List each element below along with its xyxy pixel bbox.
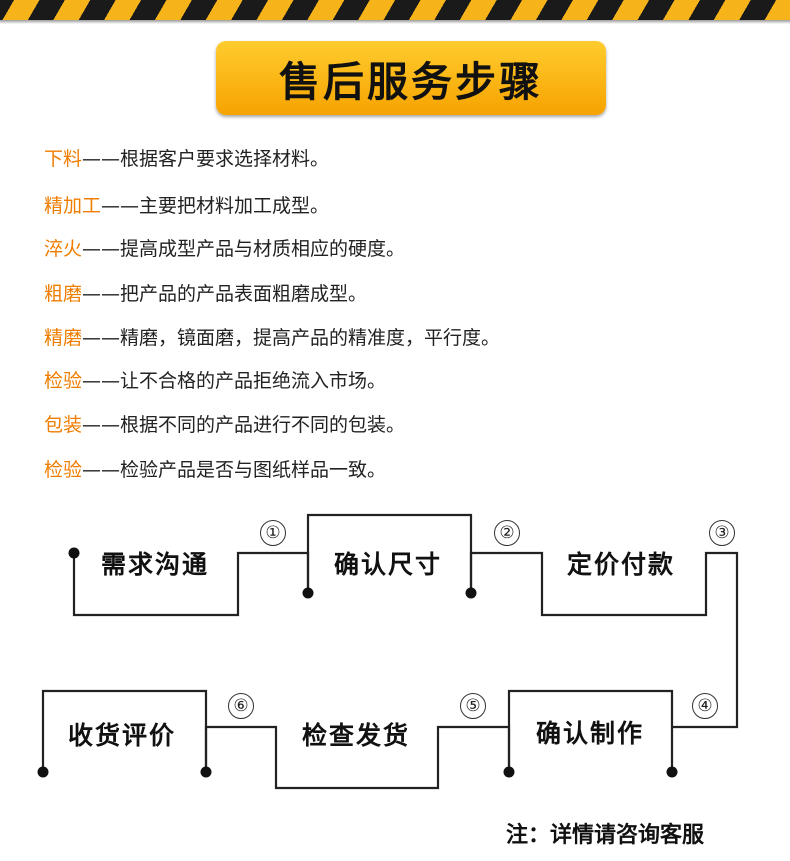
step-number-marker: ② bbox=[494, 520, 520, 546]
step-name: 淬火 bbox=[44, 238, 83, 260]
step-separator: —— bbox=[82, 283, 121, 305]
step-item: 精磨——精磨，镜面磨，提高产品的精准度，平行度。 bbox=[44, 324, 500, 352]
step-description: 根据不同的产品进行不同的包装。 bbox=[120, 414, 406, 436]
flow-dot bbox=[37, 766, 49, 778]
step-name: 精加工 bbox=[44, 195, 102, 217]
flow-dot bbox=[666, 766, 678, 778]
step-description: 提高成型产品与材质相应的硬度。 bbox=[120, 238, 406, 260]
step-number-marker: ① bbox=[260, 520, 286, 546]
flow-dot bbox=[503, 766, 515, 778]
flow-stage-label: 定价付款 bbox=[567, 550, 676, 579]
step-description: 把产品的产品表面粗磨成型。 bbox=[120, 283, 368, 305]
step-number-marker: ⑤ bbox=[460, 693, 486, 719]
step-description: 让不合格的产品拒绝流入市场。 bbox=[120, 370, 387, 392]
step-name: 下料 bbox=[44, 148, 83, 170]
flow-stage-label: 需求沟通 bbox=[101, 550, 210, 579]
flow-stage-label: 确认尺寸 bbox=[334, 550, 443, 579]
step-name: 包装 bbox=[44, 414, 83, 436]
step-item: 精加工——主要把材料加工成型。 bbox=[44, 192, 329, 220]
page-title: 售后服务步骤 bbox=[279, 58, 543, 106]
flow-stage-label: 检查发货 bbox=[302, 721, 411, 750]
step-number-marker: ⑥ bbox=[228, 693, 254, 719]
flow-line bbox=[204, 725, 511, 790]
flow-dot bbox=[302, 587, 314, 599]
flow-stage-label: 确认制作 bbox=[536, 719, 645, 748]
top-warning-stripe bbox=[0, 0, 790, 20]
step-description: 精磨，镜面磨，提高产品的精准度，平行度。 bbox=[120, 327, 501, 349]
flow-dot bbox=[68, 547, 80, 559]
step-name: 精磨 bbox=[44, 327, 83, 349]
step-item: 粗磨——把产品的产品表面粗磨成型。 bbox=[44, 280, 367, 308]
flow-stage-label: 收货评价 bbox=[68, 721, 177, 750]
step-description: 检验产品是否与图纸样品一致。 bbox=[120, 459, 387, 481]
step-separator: —— bbox=[82, 459, 121, 481]
flow-dot bbox=[465, 587, 477, 599]
step-name: 粗磨 bbox=[44, 283, 83, 305]
step-separator: —— bbox=[82, 148, 121, 170]
flow-line bbox=[469, 551, 739, 729]
step-name: 检验 bbox=[44, 459, 83, 481]
step-separator: —— bbox=[82, 370, 121, 392]
step-separator: —— bbox=[82, 327, 121, 349]
step-description: 根据客户要求选择材料。 bbox=[120, 148, 330, 170]
step-item: 包装——根据不同的产品进行不同的包装。 bbox=[44, 411, 405, 439]
step-item: 淬火——提高成型产品与材质相应的硬度。 bbox=[44, 235, 405, 263]
flow-line bbox=[41, 689, 208, 772]
title-banner: 售后服务步骤 bbox=[216, 41, 606, 115]
step-separator: —— bbox=[82, 414, 121, 436]
step-separator: —— bbox=[101, 195, 140, 217]
step-item: 检验——检验产品是否与图纸样品一致。 bbox=[44, 456, 386, 484]
step-description: 主要把材料加工成型。 bbox=[139, 195, 330, 217]
step-number-marker: ④ bbox=[692, 693, 718, 719]
step-item: 检验——让不合格的产品拒绝流入市场。 bbox=[44, 367, 386, 395]
step-item: 下料——根据客户要求选择材料。 bbox=[44, 145, 329, 173]
footer-note: 注：详情请咨询客服 bbox=[506, 823, 705, 848]
step-separator: —— bbox=[82, 238, 121, 260]
step-number-marker: ③ bbox=[709, 520, 735, 546]
stripe-shadow bbox=[0, 20, 790, 24]
flow-dot bbox=[200, 766, 212, 778]
step-name: 检验 bbox=[44, 370, 83, 392]
